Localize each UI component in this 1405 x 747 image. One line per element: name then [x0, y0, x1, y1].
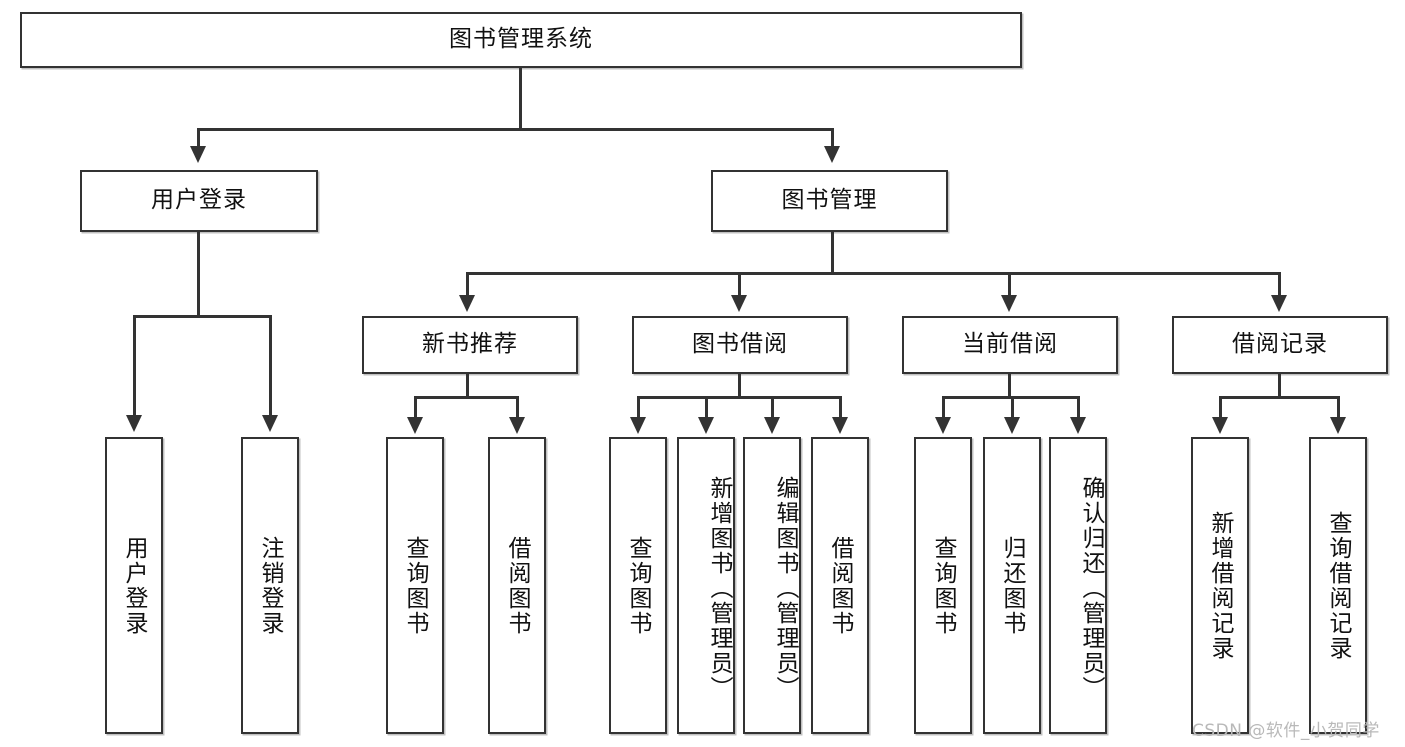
edge-newbook-stem [466, 374, 469, 398]
edge-bookborrow-leaf-4 [839, 396, 842, 419]
edge-newbook-leaf-2 [516, 396, 519, 419]
leaf-edit-book-admin[interactable]: 编辑图书（管理员） [743, 437, 801, 734]
edge-to-borrow-record [1278, 272, 1281, 297]
arrow-bookborrow-leaf-1 [630, 417, 646, 434]
node-label: 新增借阅记录 [1207, 510, 1234, 661]
leaf-query-book-borrow[interactable]: 查询图书 [609, 437, 667, 734]
arrow-userlogin-leaf-1 [126, 415, 142, 432]
arrow-currentborrow-leaf-1 [935, 417, 951, 434]
edge-bookborrow-leaf-3 [771, 396, 774, 419]
leaf-query-book-recommend[interactable]: 查询图书 [386, 437, 444, 734]
edge-root-stem [519, 68, 522, 130]
edge-borrowrecord-leaf-1 [1219, 396, 1222, 419]
edge-currentborrow-stem [1008, 374, 1011, 398]
node-label: 查询借阅记录 [1325, 510, 1352, 661]
arrow-to-current-borrow [1001, 295, 1017, 312]
arrow-userlogin-leaf-2 [262, 415, 278, 432]
arrow-currentborrow-leaf-2 [1004, 417, 1020, 434]
arrow-to-book-borrow [731, 295, 747, 312]
node-label: 新书推荐 [422, 331, 518, 358]
node-user-login[interactable]: 用户登录 [80, 170, 318, 232]
node-label: 图书管理 [781, 187, 878, 214]
node-label: 查询图书 [402, 535, 429, 636]
leaf-add-borrow-record[interactable]: 新增借阅记录 [1191, 437, 1249, 734]
arrow-to-borrow-record [1271, 295, 1287, 312]
arrow-currentborrow-leaf-3 [1070, 417, 1086, 434]
node-label: 用户登录 [121, 535, 148, 636]
node-label: 查询图书 [930, 535, 957, 636]
edge-to-user-login [197, 128, 200, 148]
node-label: 编辑图书（管理员） [772, 476, 798, 701]
edge-user-login-bus [133, 315, 271, 318]
node-label: 当前借阅 [962, 331, 1058, 358]
edge-borrowrecord-stem [1278, 374, 1281, 398]
arrow-bookborrow-leaf-2 [698, 417, 714, 434]
edge-userlogin-leaf-1 [133, 315, 136, 417]
edge-bookborrow-leaf-1 [637, 396, 640, 419]
edge-to-book-borrow [738, 272, 741, 297]
edge-userlogin-leaf-2 [269, 315, 272, 417]
arrow-newbook-leaf-1 [407, 417, 423, 434]
edge-currentborrow-leaf-3 [1077, 396, 1080, 419]
edge-book-manage-stem [831, 232, 834, 274]
edge-bookborrow-bus [637, 396, 841, 399]
arrow-bookborrow-leaf-3 [764, 417, 780, 434]
edge-to-current-borrow [1008, 272, 1011, 297]
leaf-user-login[interactable]: 用户登录 [105, 437, 163, 734]
node-book-manage[interactable]: 图书管理 [711, 170, 948, 232]
node-new-book-recommend[interactable]: 新书推荐 [362, 316, 578, 374]
arrow-bookborrow-leaf-4 [832, 417, 848, 434]
node-label: 注销登录 [257, 535, 284, 636]
arrow-to-user-login [190, 146, 206, 163]
leaf-return-book[interactable]: 归还图书 [983, 437, 1041, 734]
leaf-query-borrow-record[interactable]: 查询借阅记录 [1309, 437, 1367, 734]
node-label: 借阅图书 [827, 535, 854, 636]
csdn-watermark: CSDN @软件_小贺同学 [1192, 721, 1380, 741]
edge-newbook-bus [414, 396, 518, 399]
node-label: 图书借阅 [692, 331, 788, 358]
edge-currentborrow-leaf-1 [942, 396, 945, 419]
node-book-borrow[interactable]: 图书借阅 [632, 316, 848, 374]
edge-level1-bus [197, 128, 833, 131]
edge-bookborrow-stem [738, 374, 741, 398]
arrow-newbook-leaf-2 [509, 417, 525, 434]
node-label: 新增图书（管理员） [706, 476, 732, 701]
node-label: 确认归还（管理员） [1078, 476, 1104, 701]
edge-to-book-manage [831, 128, 834, 148]
edge-level3-bus [466, 272, 1280, 275]
edge-newbook-leaf-1 [414, 396, 417, 419]
edge-currentborrow-leaf-2 [1011, 396, 1014, 419]
node-label: 图书管理系统 [449, 26, 593, 53]
node-label: 归还图书 [999, 535, 1026, 636]
arrow-to-new-book [459, 295, 475, 312]
leaf-add-book-admin[interactable]: 新增图书（管理员） [677, 437, 735, 734]
leaf-query-book-current[interactable]: 查询图书 [914, 437, 972, 734]
node-borrow-record[interactable]: 借阅记录 [1172, 316, 1388, 374]
node-root-system[interactable]: 图书管理系统 [20, 12, 1022, 68]
leaf-confirm-return-admin[interactable]: 确认归还（管理员） [1049, 437, 1107, 734]
edge-to-new-book [466, 272, 469, 297]
arrow-borrowrecord-leaf-2 [1330, 417, 1346, 434]
edge-borrowrecord-bus [1219, 396, 1339, 399]
edge-borrowrecord-leaf-2 [1337, 396, 1340, 419]
arrow-to-book-manage [824, 146, 840, 163]
node-label: 借阅图书 [504, 535, 531, 636]
arrow-borrowrecord-leaf-1 [1212, 417, 1228, 434]
node-label: 用户登录 [151, 187, 247, 214]
node-current-borrow[interactable]: 当前借阅 [902, 316, 1118, 374]
node-label: 借阅记录 [1232, 331, 1328, 358]
node-label: 查询图书 [625, 535, 652, 636]
leaf-borrow-book-recommend[interactable]: 借阅图书 [488, 437, 546, 734]
edge-bookborrow-leaf-2 [705, 396, 708, 419]
edge-currentborrow-bus [942, 396, 1078, 399]
leaf-logout[interactable]: 注销登录 [241, 437, 299, 734]
leaf-borrow-book[interactable]: 借阅图书 [811, 437, 869, 734]
edge-user-login-stem [197, 232, 200, 317]
